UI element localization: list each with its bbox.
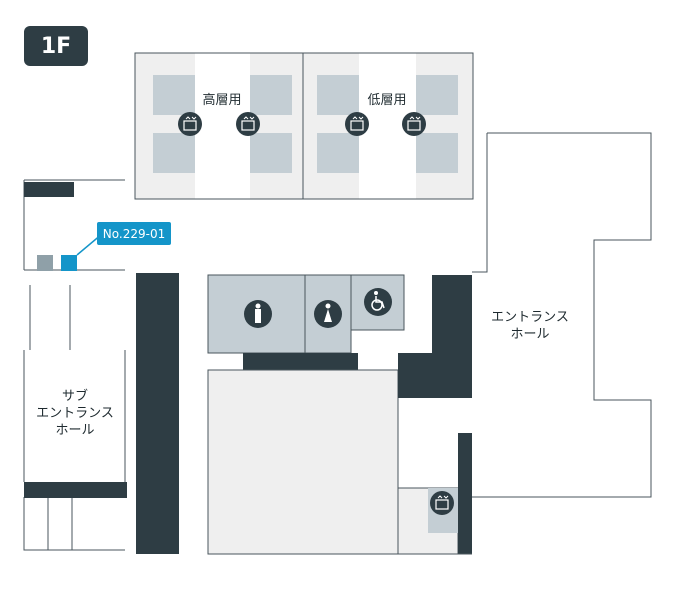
central-room xyxy=(207,369,399,555)
restroom-wall xyxy=(243,353,358,370)
core-wall xyxy=(458,433,472,554)
unit-callout[interactable]: No.229-01 xyxy=(97,222,171,245)
elevator-car xyxy=(317,75,359,115)
elevator-icon xyxy=(430,491,454,515)
elevator-car xyxy=(153,75,195,115)
entrance-hall-label: エントランス ホール xyxy=(491,310,569,342)
elevator-car xyxy=(416,75,458,115)
elevator-car xyxy=(250,75,292,115)
elevator-icon xyxy=(236,112,260,136)
core-wall-right xyxy=(398,275,472,398)
low-elevators-label: 低層用 xyxy=(367,93,407,108)
elevator-car xyxy=(416,133,458,173)
floor-badge: 1F xyxy=(24,26,88,66)
elevator-icon xyxy=(345,112,369,136)
left-wall xyxy=(24,482,127,498)
elevator-car xyxy=(250,133,292,173)
unit-229-01[interactable] xyxy=(61,255,77,271)
male-restroom-icon xyxy=(244,300,272,328)
female-restroom-icon xyxy=(314,300,342,328)
elevator-car xyxy=(153,133,195,173)
high-elevators-label: 高層用 xyxy=(202,93,242,108)
elevator-car xyxy=(317,133,359,173)
adjacent-unit xyxy=(37,255,53,271)
elevator-icon xyxy=(178,112,202,136)
core-wall xyxy=(136,273,179,554)
elevator-icon xyxy=(402,112,426,136)
accessible-restroom-icon xyxy=(364,288,392,316)
sub-entrance-hall-label: サブ エントランス ホール xyxy=(36,389,114,438)
left-wall xyxy=(24,182,74,197)
